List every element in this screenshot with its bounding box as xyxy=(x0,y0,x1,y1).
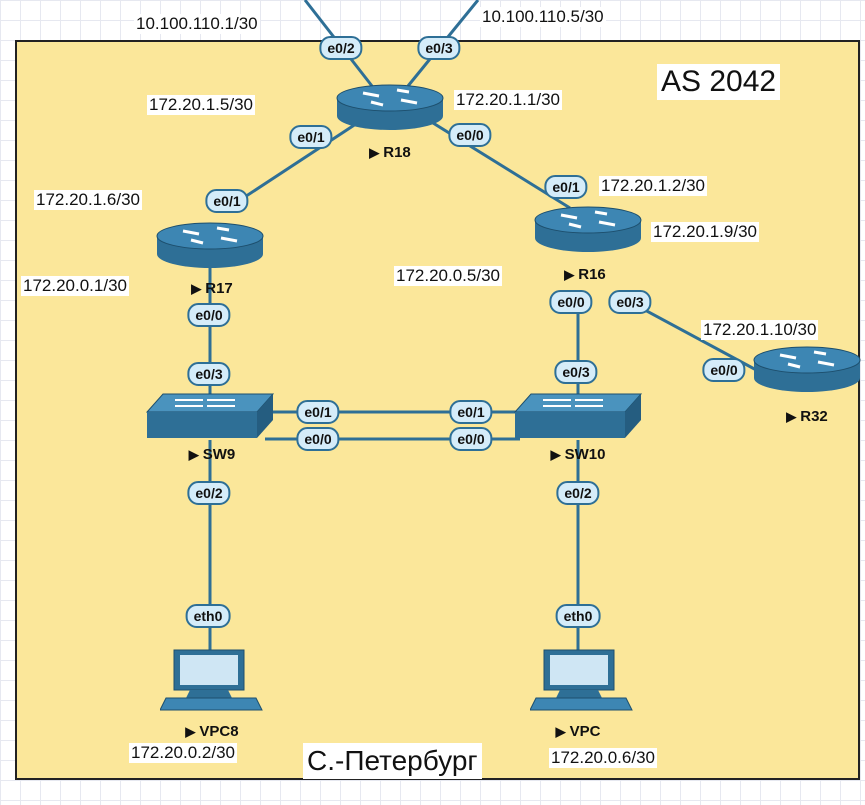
port-r16-e01[interactable]: e0/1 xyxy=(544,175,588,199)
router-icon[interactable] xyxy=(155,222,265,272)
device-label-vpc: ▶VPC xyxy=(555,723,601,740)
device-label-r32: ▶R32 xyxy=(786,408,828,425)
link-r18-r17 xyxy=(227,116,366,210)
router-icon[interactable] xyxy=(533,206,643,256)
as-number-label: AS 2042 xyxy=(657,64,781,100)
device-label-r17: ▶R17 xyxy=(191,280,233,297)
port-r18-e02[interactable]: e0/2 xyxy=(319,36,363,60)
switch-icon[interactable] xyxy=(145,392,277,442)
port-r17-e00[interactable]: e0/0 xyxy=(187,303,231,327)
router-icon[interactable] xyxy=(752,346,862,396)
port-r18-e00[interactable]: e0/0 xyxy=(448,123,492,147)
device-name-sw10: SW10 xyxy=(564,446,606,463)
port-sw9-e02[interactable]: e0/2 xyxy=(187,481,231,505)
ip-r18-e01: 172.20.1.5/30 xyxy=(147,95,255,115)
ip-r18-e00: 172.20.1.1/30 xyxy=(454,90,562,110)
ip-r17-e00: 172.20.0.1/30 xyxy=(21,276,129,296)
device-label-sw9: ▶SW9 xyxy=(188,446,236,463)
port-sw9-e00[interactable]: e0/0 xyxy=(296,427,340,451)
ip-r17-e01: 172.20.1.6/30 xyxy=(34,190,142,210)
port-sw10-e01[interactable]: e0/1 xyxy=(449,400,493,424)
port-sw10-e00[interactable]: e0/0 xyxy=(449,427,493,451)
port-r18-e01[interactable]: e0/1 xyxy=(289,125,333,149)
ip-r16-e00: 172.20.0.5/30 xyxy=(394,266,502,286)
port-sw10-e03[interactable]: e0/3 xyxy=(554,360,598,384)
port-r16-e00[interactable]: e0/0 xyxy=(549,290,593,314)
device-label-r18: ▶R18 xyxy=(369,144,411,161)
device-name-r32: R32 xyxy=(800,408,828,425)
ip-r16-e01: 172.20.1.2/30 xyxy=(599,176,707,196)
device-label-r16: ▶R16 xyxy=(564,266,606,283)
device-label-vpc8: ▶VPC8 xyxy=(185,723,239,740)
device-name-vpc8: VPC8 xyxy=(199,723,239,740)
switch-icon[interactable] xyxy=(513,392,645,442)
port-r16-e03[interactable]: e0/3 xyxy=(608,290,652,314)
ip-r16-e03: 172.20.1.9/30 xyxy=(651,222,759,242)
device-name-r18: R18 xyxy=(383,144,411,161)
port-r18-e03[interactable]: e0/3 xyxy=(417,36,461,60)
port-r32-e00[interactable]: e0/0 xyxy=(702,358,746,382)
ip-r32-e00: 172.20.1.10/30 xyxy=(701,320,819,340)
device-name-r16: R16 xyxy=(578,266,606,283)
city-label: С.-Петербург xyxy=(303,743,482,779)
ip-vpc: 172.20.0.6/30 xyxy=(549,748,657,768)
port-sw10-e02[interactable]: e0/2 xyxy=(556,481,600,505)
port-r17-e01[interactable]: e0/1 xyxy=(205,189,249,213)
ip-r18-e03: 10.100.110.5/30 xyxy=(480,7,606,27)
pc-icon[interactable] xyxy=(530,648,634,714)
port-sw9-e03[interactable]: e0/3 xyxy=(187,362,231,386)
port-vpc8-eth0[interactable]: eth0 xyxy=(185,604,231,628)
ip-r18-e02: 10.100.110.1/30 xyxy=(134,14,260,34)
device-name-sw9: SW9 xyxy=(202,446,236,463)
device-name-r17: R17 xyxy=(205,280,233,297)
pc-icon[interactable] xyxy=(160,648,264,714)
router-icon[interactable] xyxy=(335,84,445,134)
device-name-vpc: VPC xyxy=(569,723,601,740)
port-sw9-e01[interactable]: e0/1 xyxy=(296,400,340,424)
ip-vpc8: 172.20.0.2/30 xyxy=(129,743,237,763)
device-label-sw10: ▶SW10 xyxy=(550,446,606,463)
port-vpc-eth0[interactable]: eth0 xyxy=(555,604,601,628)
